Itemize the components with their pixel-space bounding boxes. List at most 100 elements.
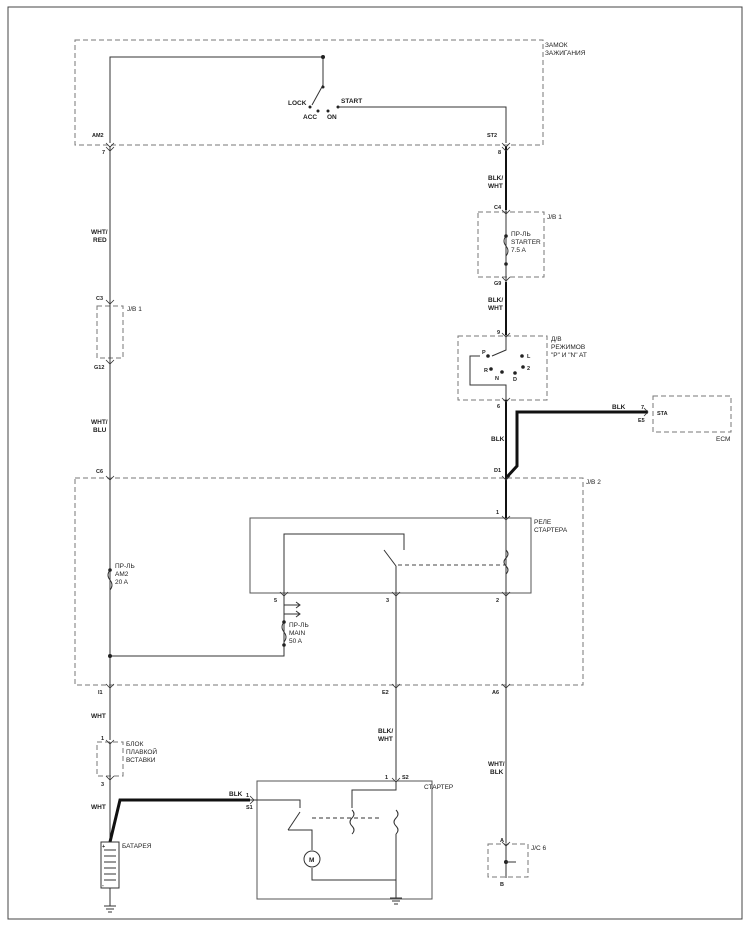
mode-switch-node-2 bbox=[521, 365, 525, 369]
junction-connector-6: J/C 6 A B bbox=[487, 838, 547, 888]
mode-switch-node-l bbox=[520, 354, 524, 358]
battery-label: БАТАРЕЯ bbox=[122, 843, 152, 850]
starter-coil-2-symbol bbox=[349, 809, 355, 835]
ignition-pin-st2-num: 8 bbox=[498, 150, 501, 156]
mode-pos-r: R bbox=[484, 368, 488, 374]
mark-relay-2 bbox=[501, 591, 511, 597]
mode-pos-p: P bbox=[482, 350, 486, 356]
mark-c3 bbox=[105, 299, 115, 305]
starter-box bbox=[256, 780, 433, 900]
wire-label-blkwht-2a: BLK/ bbox=[488, 297, 503, 304]
mode-switch-node-d bbox=[513, 371, 517, 375]
jb1-right-pin-bottom: G9 bbox=[494, 281, 501, 287]
wire-label-whtblu-2: BLU bbox=[93, 427, 107, 434]
jb2-box bbox=[74, 477, 584, 686]
mark-relay-3 bbox=[391, 591, 401, 597]
mark-i1 bbox=[105, 683, 115, 689]
fusible-pin-bottom: 3 bbox=[101, 782, 104, 788]
mark-d1 bbox=[501, 475, 511, 481]
fusible-pin-top: 1 bbox=[101, 736, 104, 742]
starter-relay-line1: РЕЛЕ bbox=[534, 519, 552, 526]
fuse-main-line1: ПР-ЛЬ bbox=[289, 622, 309, 629]
fuse-starter-symbol bbox=[503, 235, 509, 257]
ignition-pin-st2: ST2 bbox=[487, 133, 497, 139]
starter: СТАРТЕР 1 S2 S1 1 M bbox=[246, 775, 453, 905]
ignition-pos-acc: ACC bbox=[303, 114, 317, 121]
starter-coil-feed bbox=[351, 781, 397, 808]
starter-relay-line2: СТАРТЕРА bbox=[534, 527, 568, 534]
wire-label-wht-batt: WHT bbox=[91, 804, 106, 811]
wire-blk-battery bbox=[108, 798, 250, 843]
fuse-main-line2: MAIN bbox=[289, 630, 306, 637]
starter-label: СТАРТЕР bbox=[424, 784, 453, 791]
starter-motor-feed bbox=[288, 829, 313, 850]
wire-label-blk-batt: BLK bbox=[229, 791, 243, 798]
ecm: ECM STA bbox=[652, 395, 732, 443]
wire-label-blkwht-2b: WHT bbox=[488, 305, 503, 312]
fuse-starter-node-bottom bbox=[504, 262, 508, 266]
mark-s2 bbox=[391, 777, 401, 783]
fuse-starter-line1: ПР-ЛЬ bbox=[511, 231, 531, 238]
fuse-am2-node-top bbox=[108, 568, 112, 572]
battery-plus: + bbox=[102, 844, 105, 850]
wire-label-whtblu-1: WHT/ bbox=[91, 419, 108, 426]
wire-main-bus bbox=[110, 596, 285, 657]
starter-pin-s2: S2 bbox=[402, 775, 409, 781]
mark-am2 bbox=[105, 142, 115, 152]
main-bus-junction bbox=[108, 654, 112, 658]
page-frame bbox=[7, 6, 743, 920]
wire-blk-ecm bbox=[504, 410, 648, 480]
mode-switch-pin-bottom: 6 bbox=[497, 404, 500, 410]
wire-label-blkwht-starter-1: BLK/ bbox=[378, 728, 393, 735]
ignition-switch-title-2: ЗАЖИГАНИЯ bbox=[545, 50, 586, 57]
jb1-right-label: J/B 1 bbox=[547, 214, 562, 221]
fusible-line3: ВСТАВКИ bbox=[126, 757, 156, 764]
wire-label-whtred-2: RED bbox=[93, 237, 107, 244]
fuse-starter-node-top bbox=[504, 234, 508, 238]
ignition-switch-box bbox=[74, 39, 544, 146]
wire-label-blkwht-1b: WHT bbox=[488, 183, 503, 190]
fuse-main-node-top bbox=[282, 620, 286, 624]
ignition-switch-title-1: ЗАМОК bbox=[545, 42, 568, 49]
starter-pin-1b: 1 bbox=[246, 793, 249, 799]
mode-switch-contact bbox=[491, 335, 507, 357]
fuse-am2-line1: ПР-ЛЬ bbox=[115, 563, 135, 570]
mark-relay-5 bbox=[279, 591, 289, 597]
main-arrowhead-2 bbox=[295, 610, 301, 618]
ignition-contact-on bbox=[326, 109, 330, 113]
mark-c4 bbox=[501, 209, 511, 215]
mark-jc-a bbox=[501, 841, 511, 847]
mode-pos-2: 2 bbox=[527, 366, 530, 372]
mode-switch-box bbox=[457, 335, 548, 401]
motor-label: M bbox=[309, 857, 314, 864]
relay-pin-5: 5 bbox=[274, 598, 277, 604]
ecm-pin-num: 7 bbox=[641, 405, 644, 411]
ignition-pivot-dot bbox=[321, 85, 325, 89]
mark-relay-1 bbox=[501, 515, 511, 521]
mark-g9 bbox=[501, 276, 511, 282]
mark-fb-top bbox=[105, 739, 115, 745]
ignition-pin-am2: AM2 bbox=[92, 133, 104, 139]
starter-relay-box bbox=[249, 517, 532, 594]
ignition-pos-start: START bbox=[341, 98, 362, 105]
starter-pin-s1: S1 bbox=[246, 805, 253, 811]
wire-label-whtred-1: WHT/ bbox=[91, 229, 108, 236]
starter-contact bbox=[287, 811, 301, 831]
jb1-right-pin-top: C4 bbox=[494, 205, 502, 211]
relay-internal-top bbox=[283, 533, 405, 596]
ignition-junction-dot bbox=[321, 55, 325, 59]
mark-st2 bbox=[501, 142, 511, 152]
mark-c6 bbox=[105, 475, 115, 481]
mode-pos-l: L bbox=[527, 354, 531, 360]
fuse-main-symbol bbox=[281, 621, 287, 643]
fuse-am2-line3: 20 A bbox=[115, 579, 129, 586]
main-arrowhead-1 bbox=[295, 601, 301, 609]
relay-coil-symbol bbox=[503, 549, 509, 575]
ignition-internal-wire-st2 bbox=[338, 106, 507, 143]
ecm-box bbox=[652, 395, 732, 433]
ignition-pos-lock: LOCK bbox=[288, 100, 307, 107]
relay-contact bbox=[383, 549, 397, 567]
jb1-left-pin-top: C3 bbox=[96, 296, 103, 302]
mode-switch-line3: "P" И "N" AT bbox=[551, 352, 587, 359]
junction-block-2: J/B 2 РЕЛЕ СТАРТЕРА 1 2 3 5 ПР-ЛЬ AM2 20… bbox=[74, 477, 601, 696]
